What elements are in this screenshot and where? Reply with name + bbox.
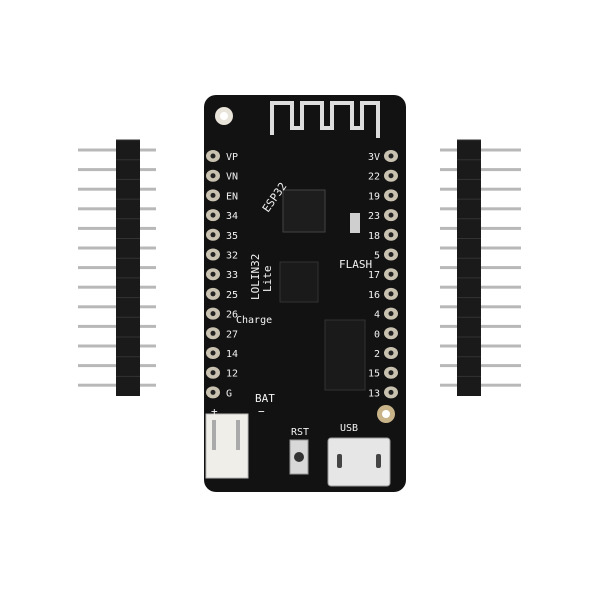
pin-label: 14 xyxy=(226,349,238,360)
pin-label: 32 xyxy=(226,251,238,262)
bat-minus: − xyxy=(258,405,265,418)
lite-label: Lite xyxy=(261,266,274,293)
pin-label: 33 xyxy=(226,270,238,281)
pin-label: 25 xyxy=(226,290,238,301)
pin-label: 26 xyxy=(226,310,238,321)
pin-label: 17 xyxy=(368,270,380,281)
pin-label: 19 xyxy=(368,191,380,202)
plastic-spacer xyxy=(116,140,140,396)
right-pin-header xyxy=(440,139,521,396)
pin-label: 13 xyxy=(368,388,380,399)
pin-label: 0 xyxy=(374,329,380,340)
left-pin-header xyxy=(78,139,156,396)
pin-label: 5 xyxy=(374,251,380,262)
plastic-spacer xyxy=(457,140,481,396)
reset-button[interactable] xyxy=(289,439,309,475)
antenna-trace xyxy=(270,101,380,138)
bat-plus: + xyxy=(211,405,218,418)
micro-usb-port[interactable] xyxy=(327,437,391,487)
led xyxy=(350,213,360,233)
pin-label: 15 xyxy=(368,369,380,380)
flash-chip xyxy=(279,261,319,303)
pin-label: 27 xyxy=(226,329,238,340)
pin-label: 35 xyxy=(226,231,238,242)
usb-label: USB xyxy=(340,423,358,434)
pin-label: 18 xyxy=(368,231,380,242)
pin-label: G xyxy=(226,388,232,399)
pin-label: VN xyxy=(226,172,238,183)
bat-label: BAT xyxy=(255,392,275,405)
pin-label: 22 xyxy=(368,172,380,183)
pcb-board: FLASH Charge BAT + − RST USB ESP32 LOLIN… xyxy=(204,95,406,492)
battery-connector xyxy=(205,413,249,479)
lolin32-label: LOLIN32 xyxy=(249,254,262,300)
rst-label: RST xyxy=(291,427,309,438)
pin-label: 23 xyxy=(368,211,380,222)
pin-label: 4 xyxy=(374,310,380,321)
pin-label: 2 xyxy=(374,349,380,360)
esp32-chip xyxy=(282,189,326,233)
pin-label: EN xyxy=(226,191,238,202)
pin-label: VP xyxy=(226,152,238,163)
pin-label: 34 xyxy=(226,211,238,222)
usb-serial-chip xyxy=(324,319,366,391)
pin-label: 3V xyxy=(368,152,380,163)
pin-label: 12 xyxy=(226,369,238,380)
pin-label: 16 xyxy=(368,290,380,301)
flash-label: FLASH xyxy=(339,258,372,271)
charge-label: Charge xyxy=(236,315,272,326)
